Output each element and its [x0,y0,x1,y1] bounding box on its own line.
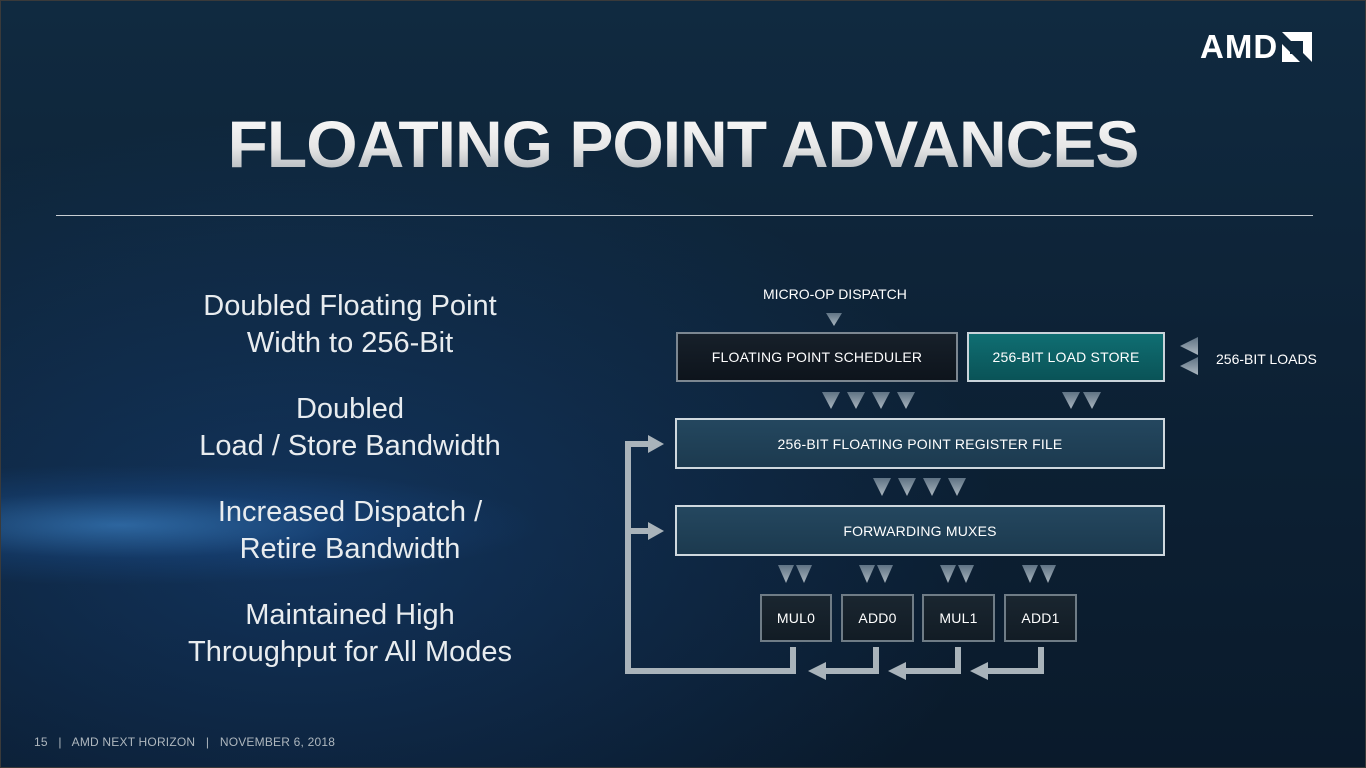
exec-unit-add0: ADD0 [841,594,914,642]
event-name: AMD NEXT HORIZON [71,735,196,749]
fp-scheduler-box: FLOATING POINT SCHEDULER [676,332,958,382]
load-in-arrows-icon [1180,337,1198,375]
regfile-down-arrows-icon [873,478,966,496]
title-divider [56,215,1313,216]
exec-unit-add1: ADD1 [1004,594,1077,642]
bullet-line: Increased Dispatch / [217,496,483,528]
feedback-arrowheads-icon [648,435,988,680]
register-file-box: 256-BIT FLOATING POINT REGISTER FILE [675,418,1165,469]
bullet-item: Doubled Floating Point Width to 256-Bit [150,288,550,362]
loads-label: 256-BIT LOADS [1216,351,1317,367]
bullet-line: Load / Store Bandwidth [199,430,501,462]
slide-footer: 15 | AMD NEXT HORIZON | NOVEMBER 6, 2018 [34,735,335,749]
bullet-line: Doubled [295,393,405,425]
loadstore-down-arrows-icon [1062,392,1101,409]
bullet-line: Width to 256-Bit [246,327,454,359]
bullet-line: Maintained High [245,599,455,631]
bullet-line: Retire Bandwidth [239,533,461,565]
page-number: 15 [34,735,48,749]
bullet-list: Doubled Floating Point Width to 256-Bit … [150,288,550,700]
bullet-item: Increased Dispatch / Retire Bandwidth [150,494,550,568]
bullet-line: Throughput for All Modes [187,636,512,668]
scheduler-down-arrows-icon [822,392,915,409]
bullet-item: Doubled Load / Store Bandwidth [150,391,550,465]
load-store-box: 256-BIT LOAD STORE [967,332,1165,382]
exec-unit-mul1: MUL1 [922,594,995,642]
fp-pipeline-diagram: MICRO-OP DISPATCH FLOATING POINT SCHEDUL… [600,275,1340,695]
event-date: NOVEMBER 6, 2018 [219,735,336,749]
amd-arrow-icon [1282,32,1313,62]
amd-logo: AMD [1200,28,1313,65]
dispatch-arrow-icon [826,313,842,326]
slide-title: FLOATING POINT ADVANCES [0,106,1366,182]
bullet-line: Doubled Floating Point [203,290,497,322]
mux-down-arrows-icon [778,565,1056,583]
micro-op-dispatch-label: MICRO-OP DISPATCH [763,286,907,302]
retire-feedback-arrows [625,441,1044,674]
bullet-item: Maintained High Throughput for All Modes [150,597,550,671]
footer-separator: | [198,735,217,749]
amd-logo-text: AMD [1200,28,1279,65]
footer-separator: | [51,735,69,749]
forwarding-muxes-box: FORWARDING MUXES [675,505,1165,556]
exec-unit-mul0: MUL0 [760,594,832,642]
diagram-arrows [625,313,1198,680]
